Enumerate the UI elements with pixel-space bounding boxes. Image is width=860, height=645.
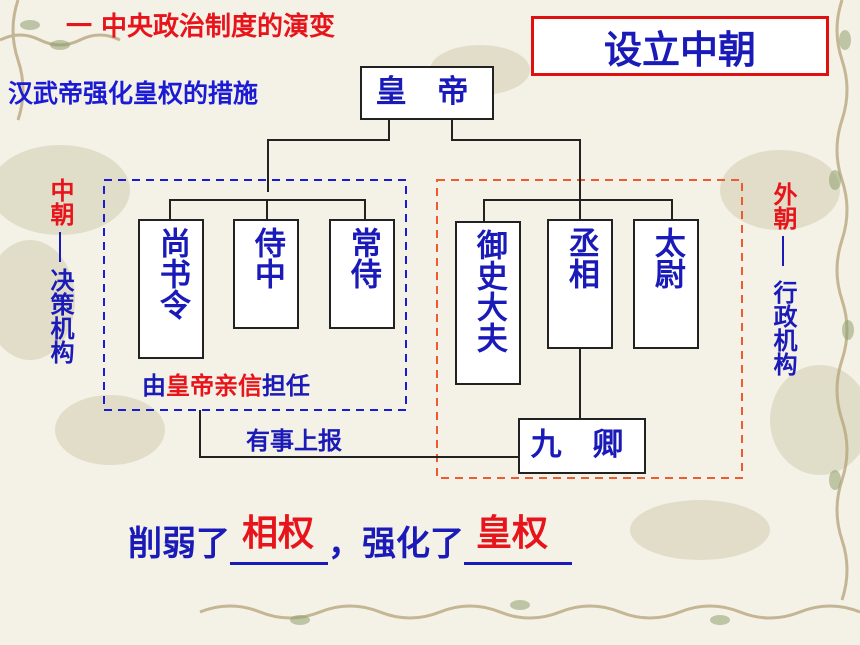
emperor-right-link	[451, 118, 581, 192]
conclusion-sentence: 削弱了相权 ，强化了皇权	[128, 513, 572, 565]
outer-court-region	[436, 179, 743, 479]
blank-1: 相权	[230, 513, 328, 565]
outer-court-function: 行政机构	[769, 280, 797, 376]
office-label: 丞相	[562, 227, 599, 289]
inner-court-note: 由皇帝亲信担任	[142, 366, 310, 401]
office-shangshuling: 尚书令	[138, 219, 204, 359]
outer-branch	[483, 199, 673, 222]
office-taiwei: 太尉	[633, 219, 699, 349]
outer-court-divider	[782, 236, 784, 266]
nine-ministers-box: 九 卿	[518, 418, 646, 474]
office-label: 尚书令	[153, 227, 190, 320]
office-label: 御史大夫	[470, 229, 507, 353]
report-link	[199, 410, 518, 458]
topic-box: 设立中朝	[531, 16, 829, 76]
note-prefix: 由	[142, 372, 166, 400]
nine-ministers-label: 九 卿	[530, 427, 634, 464]
office-yushidafu: 御史大夫	[455, 221, 521, 385]
emperor-box: 皇 帝	[360, 66, 494, 120]
office-changshi: 常侍	[329, 219, 395, 329]
note-suffix: 担任	[262, 372, 310, 400]
office-chengxiang: 丞相	[547, 219, 613, 349]
office-label: 侍中	[248, 227, 285, 289]
office-shizhong: 侍中	[233, 219, 299, 329]
report-label: 有事上报	[246, 427, 342, 455]
blank-2-answer: 皇权	[476, 513, 549, 554]
emperor-label: 皇 帝	[375, 74, 479, 111]
emperor-left-link	[267, 118, 390, 192]
inner-court-divider	[59, 232, 61, 262]
inner-court-function: 决策机构	[46, 268, 74, 364]
conclusion-part1: 削弱了	[128, 524, 230, 564]
blank-2: 皇权	[464, 513, 572, 565]
office-label: 太尉	[648, 227, 685, 289]
conclusion-part2: ，强化了	[328, 524, 464, 564]
outer-court-label: 外朝	[769, 182, 797, 230]
measure-title: 汉武帝强化皇权的措施	[8, 79, 259, 108]
office-label: 常侍	[344, 227, 381, 289]
inner-court-label: 中朝	[46, 178, 74, 226]
section-title: 一 中央政治制度的演变	[66, 12, 336, 42]
blank-1-answer: 相权	[242, 513, 315, 554]
note-highlight: 皇帝亲信	[166, 372, 262, 400]
